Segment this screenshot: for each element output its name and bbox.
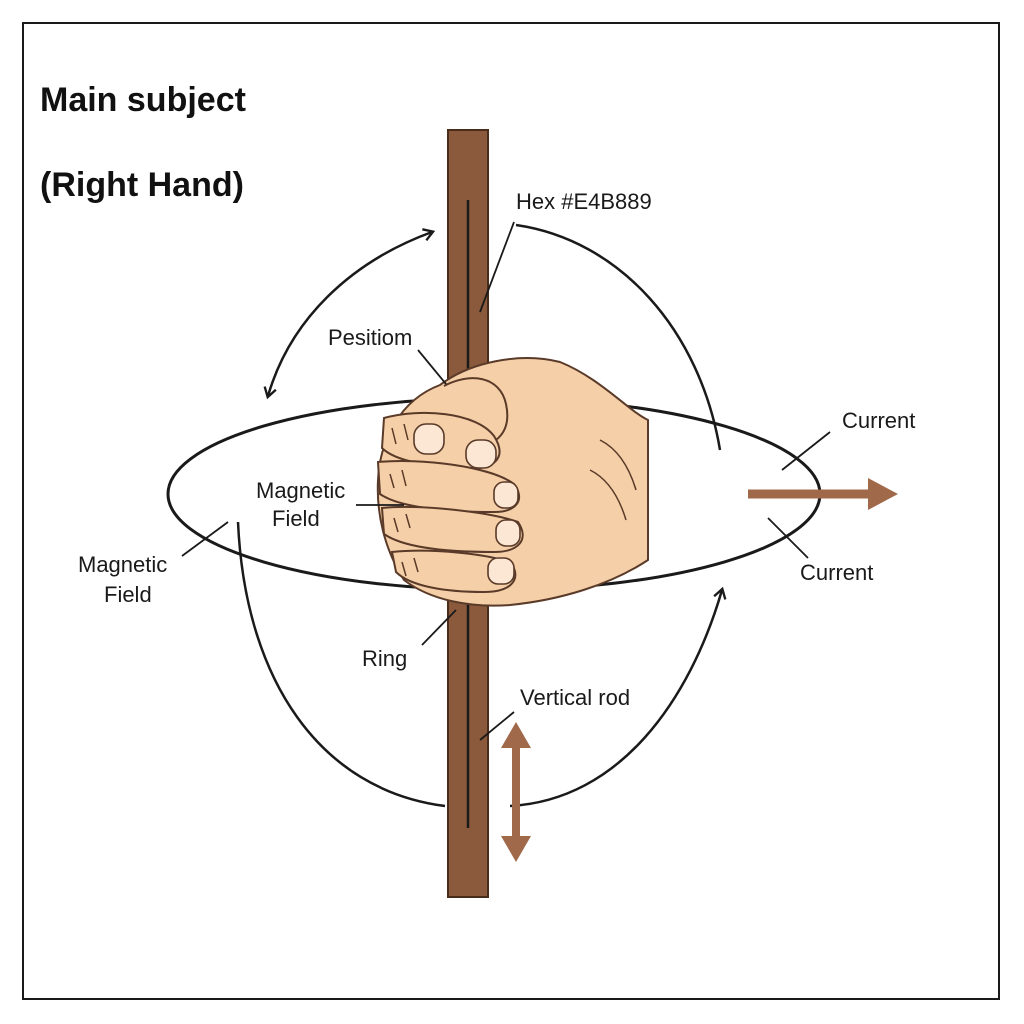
nail-1 xyxy=(413,423,445,455)
field-arc-bottom-left xyxy=(236,521,446,808)
title-line-2: (Right Hand) xyxy=(40,165,244,204)
nail-5 xyxy=(487,557,515,585)
label-magnetic-field-outer-1: Magnetic xyxy=(78,552,167,577)
label-current-top: Current xyxy=(842,408,915,433)
leader-hex xyxy=(479,221,515,313)
leader-vertical-rod xyxy=(479,711,515,741)
label-ring: Ring xyxy=(362,646,407,671)
leader-position xyxy=(417,349,447,385)
diagram-frame xyxy=(22,22,1000,1000)
field-arc-bottom-right xyxy=(509,586,727,808)
label-position: Pesitiom xyxy=(328,325,412,350)
leader-ring xyxy=(421,609,457,646)
leader-current-top xyxy=(781,431,831,471)
field-arc-top-right xyxy=(515,223,722,451)
finger-3 xyxy=(380,505,524,554)
current-arrow xyxy=(748,478,898,510)
label-vertical-rod: Vertical rod xyxy=(520,685,630,710)
vertical-double-arrow xyxy=(501,722,531,862)
right-hand-fist xyxy=(376,357,649,607)
field-arc-top-left xyxy=(263,228,436,400)
label-magnetic-field-outer-2: Field xyxy=(104,582,152,607)
label-current-bottom: Current xyxy=(800,560,873,585)
label-hex: Hex #E4B889 xyxy=(516,189,652,214)
nail-3 xyxy=(493,481,519,509)
nail-2 xyxy=(465,439,497,469)
title-line-1: Main subject xyxy=(40,80,246,119)
leader-current-bottom xyxy=(767,517,809,559)
leader-magnetic-outer xyxy=(181,521,229,557)
label-magnetic-field-inner-1: Magnetic xyxy=(256,478,345,503)
diagram-title: Main subject (Right Hand) xyxy=(40,36,246,249)
nail-4 xyxy=(495,519,521,547)
knuckle-creases xyxy=(389,423,637,577)
finger-4 xyxy=(390,549,517,594)
label-magnetic-field-inner-2: Field xyxy=(272,506,320,531)
